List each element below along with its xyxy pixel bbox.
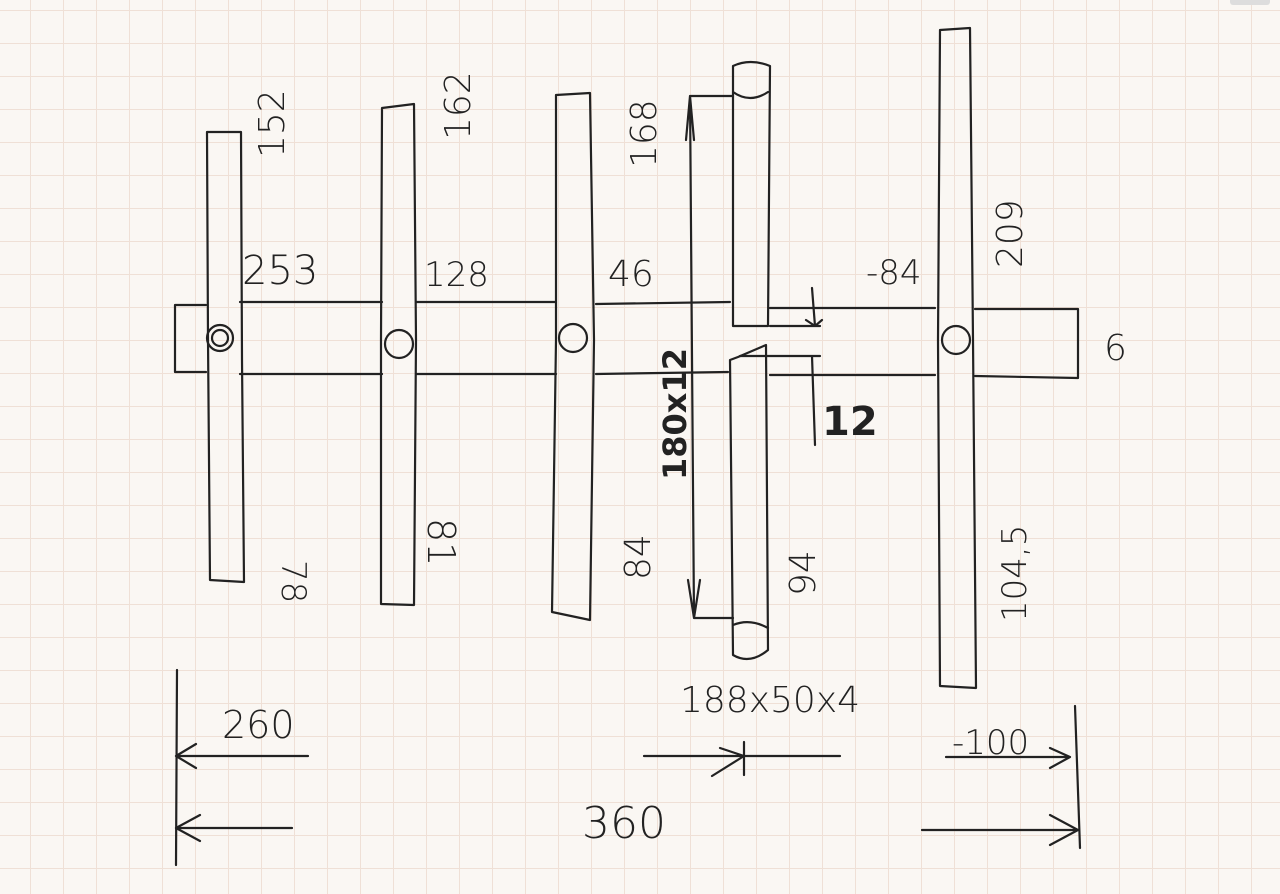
shaft-4-upper	[731, 60, 772, 328]
shaft-4-lower	[728, 343, 770, 661]
label-shaft2-bottom: 81	[419, 518, 463, 566]
label-shaft5-bottom: 104,5	[995, 525, 1035, 622]
label-shaft5-top: 209	[990, 199, 1031, 268]
label-vertical-dim: 180x12	[656, 348, 694, 480]
shaft-3	[550, 91, 596, 622]
label-span-3: 46	[608, 254, 654, 295]
label-shaft3-bottom: 84	[618, 534, 659, 580]
shaft-1	[205, 130, 246, 584]
shaft-2	[379, 102, 418, 607]
label-right-offset: -100	[952, 723, 1029, 763]
label-shaft1-top: 152	[252, 89, 293, 158]
horizontal-beam	[173, 300, 1080, 380]
label-shaft3-top: 168	[624, 99, 665, 168]
label-shaft2-top: 162	[438, 71, 479, 140]
label-shaft1-bottom: 78	[273, 560, 313, 603]
label-span-1: 253	[242, 248, 318, 294]
label-left-offset: 260	[222, 703, 295, 747]
label-total-width: 360	[582, 798, 666, 849]
dimension-lines	[174, 94, 1082, 867]
label-end-height: 6	[1104, 328, 1127, 369]
shaft-5	[936, 26, 978, 690]
label-beam-spec: 188x50x4	[680, 680, 860, 721]
label-span-4: -84	[866, 253, 922, 293]
label-gap: 12	[822, 399, 878, 445]
scroll-indicator[interactable]	[1230, 0, 1270, 5]
label-span-2: 128	[424, 255, 489, 295]
label-shaft4-bottom: 94	[783, 550, 824, 596]
